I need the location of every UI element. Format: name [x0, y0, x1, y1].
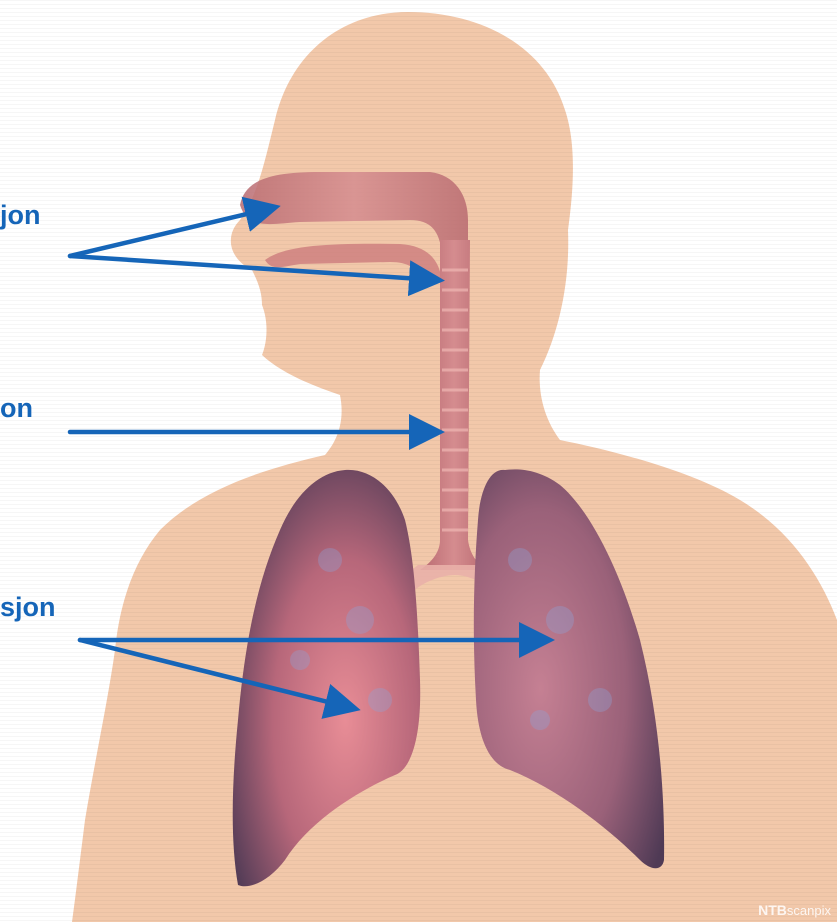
label-lungs: sjon [0, 592, 56, 623]
watermark-logo: NTBscanpix [758, 902, 831, 918]
watermark-suffix: scanpix [787, 903, 831, 918]
label-trachea: on [0, 393, 33, 424]
watermark-brand: NTB [758, 902, 787, 918]
label-upper-airway: jon [0, 200, 41, 231]
